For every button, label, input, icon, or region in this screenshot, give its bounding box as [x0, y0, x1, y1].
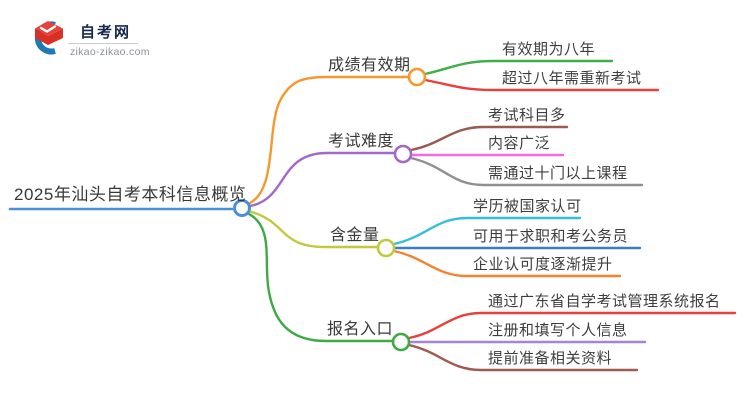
branch-line-validity	[248, 75, 411, 205]
root-node-circle	[233, 199, 251, 217]
child-line-difficulty-1	[409, 125, 569, 152]
branch-topic-difficulty: 考试难度	[328, 133, 395, 150]
subtopic-signup-1: 通过广东省自学考试管理系统报名	[488, 293, 721, 310]
branch-line-signup	[245, 211, 395, 343]
subtopic-value-2: 可用于求职和考公务员	[473, 228, 629, 245]
branch-topic-validity: 成绩有效期	[328, 57, 411, 74]
root-topic: 2025年汕头自考本科信息概览	[14, 185, 247, 204]
graduation-cap-icon	[34, 21, 63, 55]
subtopic-signup-3: 提前准备相关资料	[488, 350, 613, 367]
subtopic-difficulty-1: 考试科目多	[488, 107, 566, 124]
branch-node-circle-validity	[407, 67, 427, 87]
branch-node-circle-value	[376, 238, 396, 258]
child-line-value-1	[392, 216, 582, 246]
branch-node-circle-signup	[391, 332, 411, 352]
subtopic-difficulty-3: 需通过十门以上课程	[488, 165, 628, 182]
logo-title: 自考网	[80, 24, 132, 41]
child-line-value-3	[392, 249, 622, 278]
subtopic-signup-2: 注册和填写个人信息	[488, 322, 628, 339]
branch-node-circle-difficulty	[393, 144, 413, 164]
site-logo: 自考网 zikao-zikao.com	[30, 15, 160, 63]
child-line-difficulty-3	[409, 156, 644, 187]
child-line-signup-1	[407, 311, 737, 340]
logo-divider	[68, 43, 138, 44]
subtopic-value-1: 学历被国家认可	[473, 198, 582, 215]
subtopic-validity-2: 超过八年需重新考试	[502, 70, 642, 87]
branch-topic-value: 含金量	[330, 227, 380, 244]
branch-topic-signup: 报名入口	[327, 321, 394, 338]
logo-url: zikao-zikao.com	[70, 46, 150, 58]
subtopic-value-3: 企业认可度逐渐提升	[473, 256, 613, 273]
child-line-validity-1	[423, 59, 614, 76]
branch-line-value	[246, 209, 380, 249]
child-line-signup-3	[407, 343, 639, 372]
branch-line-difficulty	[248, 151, 397, 208]
subtopic-validity-1: 有效期为八年	[502, 41, 596, 58]
subtopic-difficulty-2: 内容广泛	[488, 135, 551, 152]
child-line-validity-2	[423, 78, 660, 92]
